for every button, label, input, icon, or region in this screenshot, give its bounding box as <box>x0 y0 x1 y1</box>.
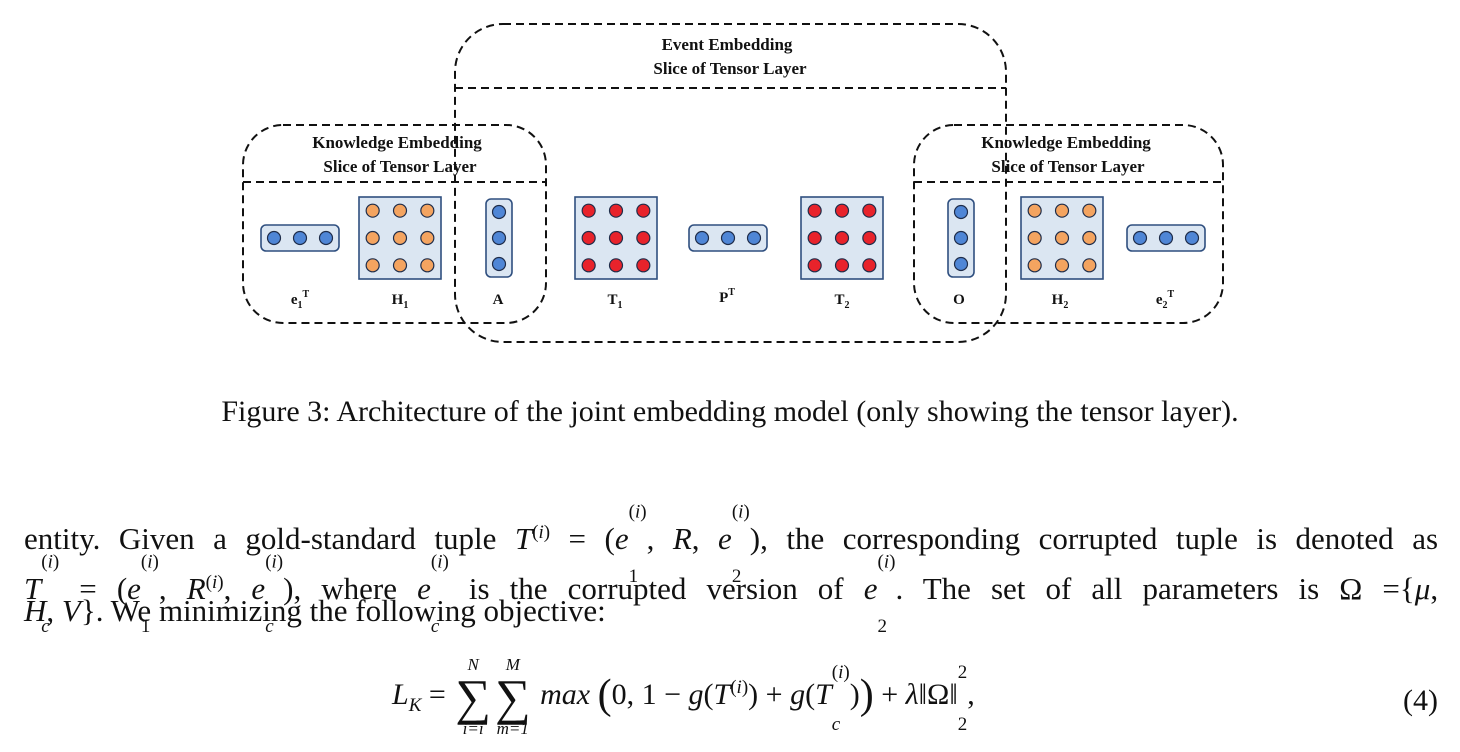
paragraph-line-1: entity. Given a gold-standard tuple T(i)… <box>24 501 1439 588</box>
node <box>636 258 651 273</box>
node <box>581 258 596 273</box>
node <box>1027 258 1042 273</box>
node <box>636 230 651 246</box>
node <box>953 256 969 272</box>
node <box>807 258 822 273</box>
node <box>694 230 710 246</box>
node <box>1082 230 1097 246</box>
node <box>834 230 850 246</box>
node <box>292 230 308 246</box>
node <box>608 203 624 218</box>
node <box>1027 230 1042 246</box>
event-title-line1: Event Embedding <box>662 35 793 54</box>
node <box>491 204 507 220</box>
node <box>862 258 877 273</box>
node <box>720 230 736 246</box>
label-T2: T2 <box>834 292 849 311</box>
node <box>1082 258 1097 273</box>
label-PT: PT <box>719 287 735 306</box>
node <box>581 203 596 218</box>
node <box>581 230 596 246</box>
node <box>807 230 822 246</box>
sum-over-i: N∑i=i <box>455 655 491 738</box>
node <box>862 203 877 218</box>
H2-matrix <box>1020 196 1104 280</box>
node <box>1082 203 1097 218</box>
node <box>746 230 762 246</box>
A-vector <box>485 198 513 278</box>
PT-vector <box>688 224 768 252</box>
T2-matrix <box>800 196 884 280</box>
node <box>1158 230 1174 246</box>
node <box>420 258 435 273</box>
node <box>318 230 334 246</box>
label-e2T: e2T <box>1156 289 1175 311</box>
node <box>608 258 624 273</box>
node <box>1132 230 1148 246</box>
equation-number: (4) <box>1403 684 1438 717</box>
node <box>1054 203 1070 218</box>
kn-right-title-line1: Knowledge Embedding <box>981 133 1151 152</box>
node <box>1184 230 1200 246</box>
paragraph-line-3: H, V}. We minimizing the following objec… <box>24 593 606 628</box>
label-T1: T1 <box>607 292 622 311</box>
node <box>1054 230 1070 246</box>
node <box>365 203 380 218</box>
T1-matrix <box>574 196 658 280</box>
node <box>420 203 435 218</box>
figure-caption: Figure 3: Architecture of the joint embe… <box>221 395 1239 428</box>
e2T-vector <box>1126 224 1206 252</box>
node <box>266 230 282 246</box>
node <box>834 258 850 273</box>
node <box>420 230 435 246</box>
O-vector <box>947 198 975 278</box>
node <box>491 256 507 272</box>
label-A: A <box>493 292 504 308</box>
label-H1: H1 <box>392 292 409 311</box>
node <box>807 203 822 218</box>
kn-right-title-line2: Slice of Tensor Layer <box>991 157 1145 176</box>
node <box>834 203 850 218</box>
node <box>392 258 408 273</box>
e1T-vector <box>260 224 340 252</box>
node <box>491 230 507 246</box>
node <box>365 230 380 246</box>
sum-over-m: M∑m=1 <box>494 655 531 738</box>
H1-matrix <box>358 196 442 280</box>
knowledge-embedding-right-region <box>913 124 1224 324</box>
knowledge-embedding-left-region <box>242 124 547 324</box>
node <box>953 230 969 246</box>
node <box>862 230 877 246</box>
node <box>1027 203 1042 218</box>
label-e1T: e1T <box>291 289 310 311</box>
node <box>392 203 408 218</box>
node <box>636 203 651 218</box>
label-O: O <box>953 292 965 308</box>
node <box>1054 258 1070 273</box>
architecture-figure: Event Embedding Slice of Tensor Layer Kn… <box>242 23 1224 343</box>
paragraph-line-2: T(i)c = (e(i)1, R(i), e(i)c), where e(i)… <box>24 551 1439 638</box>
node <box>608 230 624 246</box>
node <box>365 258 380 273</box>
node <box>953 204 969 220</box>
node <box>392 230 408 246</box>
event-title-line2: Slice of Tensor Layer <box>653 59 807 78</box>
kn-left-title-line1: Knowledge Embedding <box>312 133 482 152</box>
label-H2: H2 <box>1052 292 1069 311</box>
kn-left-title-line2: Slice of Tensor Layer <box>323 157 477 176</box>
